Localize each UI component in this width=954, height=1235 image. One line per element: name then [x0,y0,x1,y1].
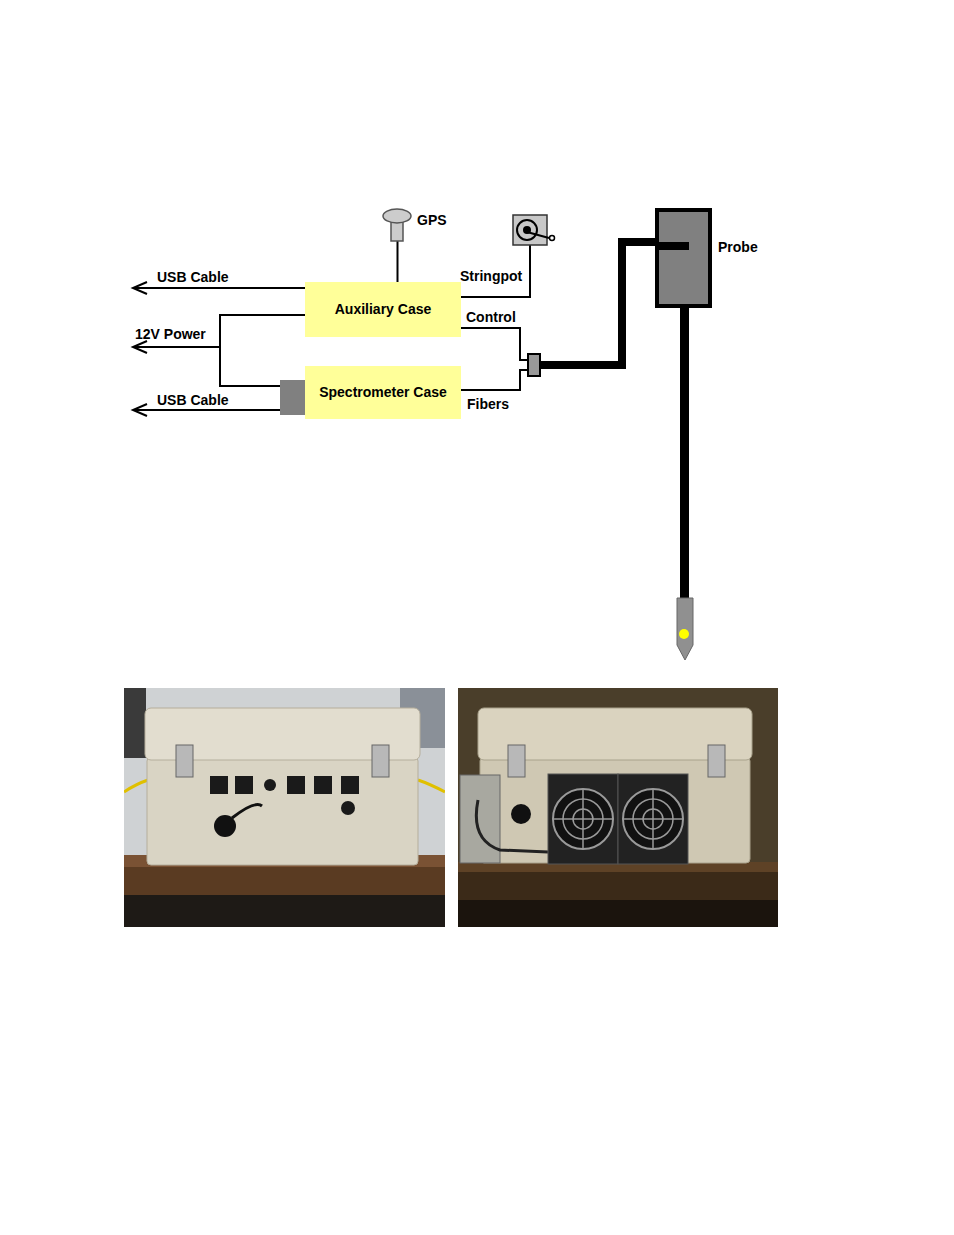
connector [341,776,359,794]
connector-wire [461,242,655,390]
cable-label: USB Cable [157,392,229,409]
node-label: Auxiliary Case [335,301,432,318]
power-wire [220,315,305,386]
connector-wire [397,241,399,282]
photo-wall [124,688,445,927]
usb-cable-line [133,409,280,411]
latch [176,745,193,777]
cap-strap [232,805,262,819]
auxiliary-case-photo [124,688,445,927]
fan-grille [553,789,613,849]
stringpot-housing [513,215,547,245]
arrow-head [133,341,147,353]
gps-stem [391,222,403,241]
node-label: Stringpot [460,268,522,285]
photo-desk [458,862,778,927]
umbilical-cable [540,242,656,365]
probe-window [679,629,689,639]
stringpot-drum [517,220,537,240]
arrow-head [133,282,147,294]
connector-wire [461,245,530,297]
connector-label: Fibers [465,396,511,413]
gps-node: GPS [383,209,412,241]
connector [235,776,253,794]
latch [508,745,525,777]
connector [314,776,332,794]
label-anchor: 12V Power [135,325,206,343]
connector [511,804,531,824]
yellow-cable [418,780,445,792]
usb-adapter-block [280,380,305,415]
stringpot-string [527,232,549,238]
node-label: GPS [417,212,447,229]
usb-cable-line [133,287,305,289]
yellow-cable [124,780,148,792]
label-anchor: USB Cable [157,391,229,409]
spectrometer-case-photo [458,688,778,927]
cable [476,800,548,852]
photo-floor [458,900,778,927]
connector [287,776,305,794]
photo-wall [458,688,778,927]
stringpot-node: Stringpot [513,215,547,245]
stringpot-ring [550,236,555,241]
probe-head: Probe [655,208,712,308]
connector [341,801,355,815]
connector [264,779,276,791]
fan-grille [652,789,654,849]
connector-wire [461,242,655,365]
connector [210,776,228,794]
fan-grille [623,789,683,849]
probe-tip [677,598,693,660]
cable-label: 12V Power [135,326,206,343]
gps-antenna [383,209,411,223]
probe-rod [680,306,689,598]
photo-cables [124,688,146,758]
label-anchor: USB Cable [157,268,229,286]
arrow-head [133,404,147,416]
power-line [133,346,220,348]
node-label: Probe [718,239,758,256]
node-label: Spectrometer Case [319,384,447,401]
connector-label: Control [464,309,518,326]
latch [372,745,389,777]
auxiliary-case-box: Auxiliary Case [305,282,461,337]
spectrometer-case-box: Spectrometer Case [305,366,461,419]
label-anchor: Fibers [465,395,511,413]
fan-housing [548,774,618,864]
label-anchor: Control [464,308,518,326]
cable-label: USB Cable [157,269,229,286]
side-panel [460,775,500,863]
photo-floor [124,895,445,927]
fan-grille [582,789,584,849]
cable-connector [528,354,540,376]
photo-desk [124,855,445,927]
latch [708,745,725,777]
probe-cable-entry [659,242,689,250]
fan-housing [618,774,688,864]
